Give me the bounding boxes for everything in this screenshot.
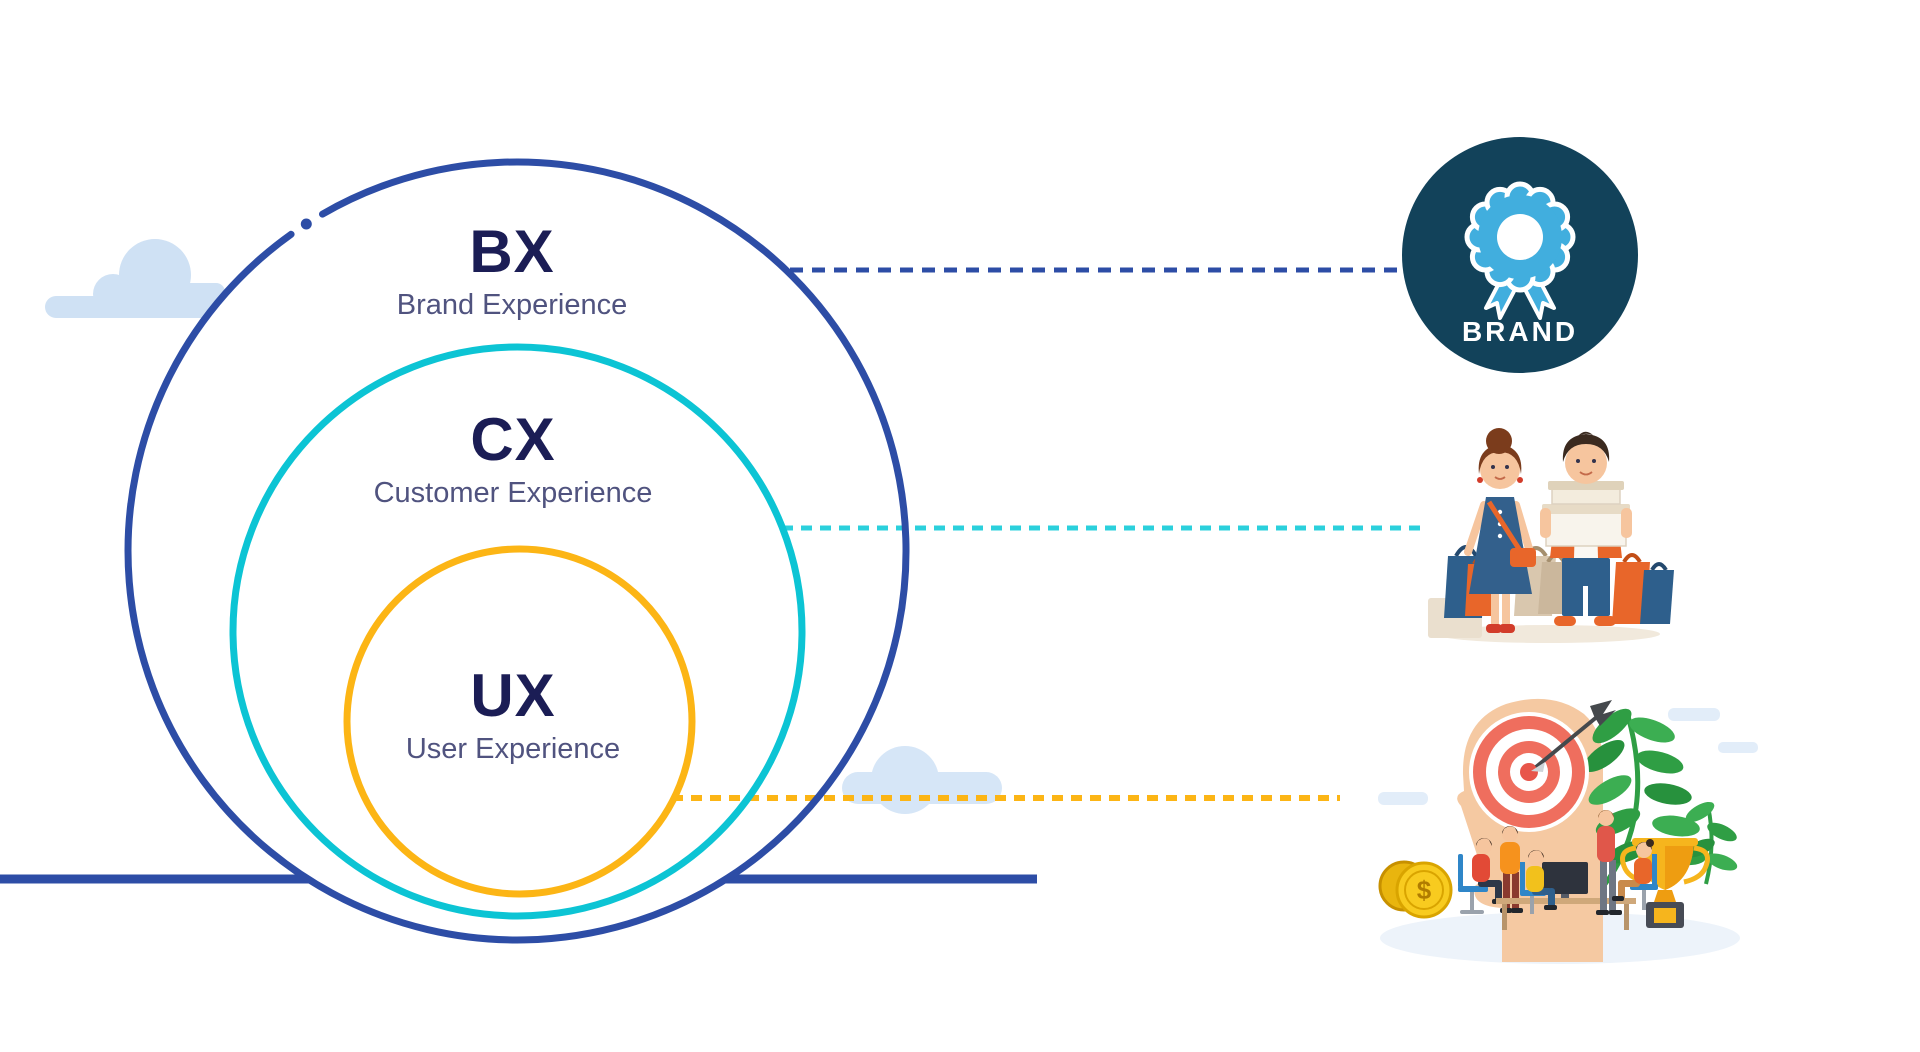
cloud-middle — [842, 746, 1002, 814]
cx-subtitle: Customer Experience — [373, 477, 653, 509]
cx-circle — [229, 343, 806, 920]
bullseye-target-icon — [1469, 712, 1589, 832]
brand-badge-label: BRAND — [1462, 316, 1578, 347]
man-shopper — [1540, 431, 1632, 626]
bx-subtitle: Brand Experience — [396, 289, 628, 321]
ux-title: UX — [470, 662, 556, 729]
ux-circle — [343, 545, 696, 898]
cx-label: CX Customer Experience — [374, 408, 653, 511]
award-ribbon-icon — [1464, 181, 1576, 320]
ux-subtitle: User Experience — [405, 733, 621, 765]
bx-label: BX Brand Experience — [397, 220, 628, 323]
cx-title: CX — [470, 406, 556, 473]
team-at-desk — [1458, 810, 1658, 930]
coin-dollar-symbol: $ — [1417, 875, 1432, 905]
shoppers-illustration — [1428, 428, 1674, 643]
woman-shopper — [1464, 428, 1536, 633]
cloud-small-right — [1378, 708, 1758, 805]
brand-badge: BRAND — [1402, 137, 1638, 373]
head-target-illustration: $ — [1378, 698, 1740, 964]
bx-circle — [124, 158, 910, 944]
cloud-top-left — [45, 239, 225, 318]
ux-label: UX User Experience — [406, 664, 620, 767]
bx-circle-gap-dot — [300, 218, 312, 230]
arrow-icon — [1531, 700, 1616, 772]
dollar-coin-icon: $ — [1378, 860, 1453, 919]
bx-title: BX — [469, 218, 555, 285]
